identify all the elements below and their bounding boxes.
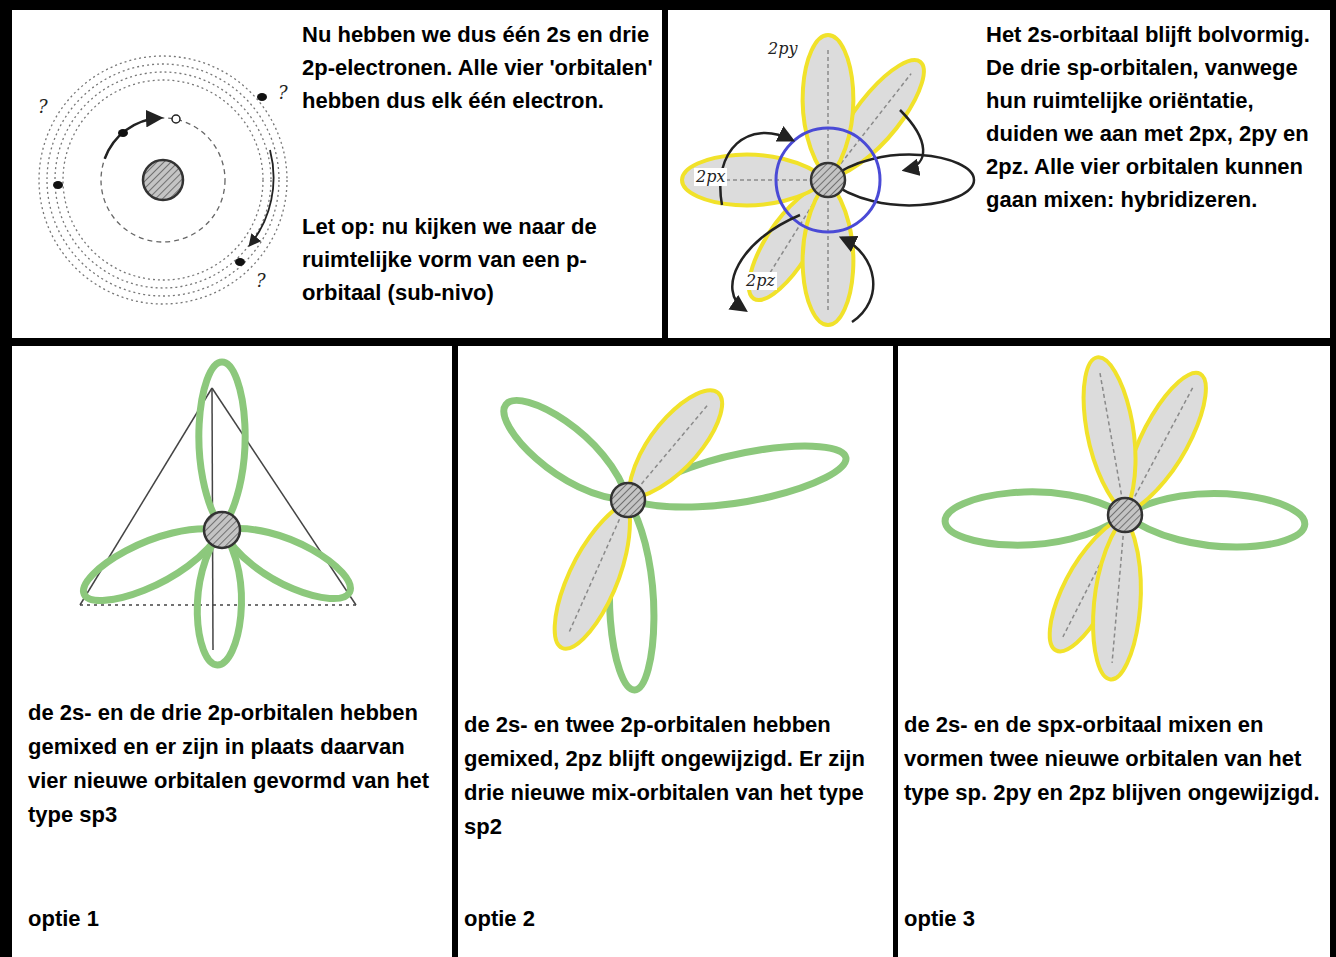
orbital-label: 2py	[766, 40, 799, 58]
p-lobe	[1084, 357, 1136, 515]
electron	[53, 181, 63, 189]
panel-note: Let op: nu kijken we naar de ruimtelijke…	[302, 210, 654, 309]
option-label: optie 2	[464, 902, 684, 936]
shell-ring	[39, 56, 287, 304]
nucleus	[204, 512, 240, 548]
p-lobe	[628, 390, 722, 500]
lobe-axis	[1100, 373, 1125, 515]
lobe-axis	[569, 500, 628, 633]
panel-text: de 2s- en de drie 2p-orbitalen hebben ge…	[28, 696, 444, 832]
panel: de 2s- en twee 2p-orbitalen hebben gemix…	[458, 346, 893, 957]
shell-ring	[47, 64, 279, 296]
p-lobe	[803, 180, 854, 325]
orbit-arrow	[105, 118, 160, 159]
panel-text: Het 2s-orbitaal blijft bolvormig. De dri…	[986, 18, 1324, 216]
panel-text: de 2s- en twee 2p-orbitalen hebben gemix…	[464, 708, 888, 844]
lobe-axis	[1112, 515, 1125, 663]
orbit-arrow	[900, 110, 923, 170]
orbit-arrow	[720, 133, 792, 205]
electron	[235, 258, 245, 266]
panel-text: Nu hebben we dus één 2s en drie 2p-elect…	[302, 18, 654, 117]
electron	[118, 129, 128, 137]
nucleus	[143, 160, 183, 200]
lobe-axis	[827, 50, 829, 181]
p-lobe	[555, 500, 630, 649]
sp3-orbitals	[80, 362, 356, 665]
option-label: optie 3	[904, 902, 1124, 936]
panel-ground	[668, 10, 1330, 338]
panel: Nu hebben we dus één 2s en drie 2p-elect…	[12, 10, 662, 338]
atom-model	[39, 56, 287, 304]
orbit-arrow	[842, 238, 873, 322]
electron	[172, 115, 180, 123]
lobe-axis	[827, 180, 829, 311]
panel-ground	[12, 346, 452, 957]
p-orbitals	[682, 35, 974, 325]
panel-ground	[458, 346, 893, 957]
question-mark: ?	[254, 272, 268, 290]
s-orbital	[776, 128, 880, 232]
shell-ring	[55, 72, 271, 288]
option-label: optie 1	[28, 902, 248, 936]
orbital-label: 2pz	[744, 272, 777, 290]
inner-shell	[101, 118, 225, 242]
panel-ground	[12, 10, 662, 338]
orbit-arrow	[732, 215, 800, 310]
nucleus	[611, 483, 645, 517]
orbital-label: 2px	[694, 168, 727, 186]
panel-text: de 2s- en de spx-orbitaal mixen en vorme…	[904, 708, 1324, 810]
tetrahedron-edge	[80, 604, 356, 606]
panel: de 2s- en de spx-orbitaal mixen en vorme…	[898, 346, 1330, 957]
nucleus	[811, 163, 845, 197]
panel-ground	[898, 346, 1330, 957]
sp-orbitals	[945, 357, 1305, 679]
nucleus	[1108, 498, 1142, 532]
hybrid-lobe	[504, 400, 628, 500]
lobe-axis	[628, 403, 709, 500]
shell-ring	[63, 80, 263, 280]
question-mark: ?	[36, 98, 50, 116]
p-lobe	[682, 155, 828, 206]
hybrid-lobe	[199, 362, 245, 530]
panel: de 2s- en de drie 2p-orbitalen hebben ge…	[12, 346, 452, 957]
hybrid-lobe	[197, 530, 241, 665]
sp2-orbitals	[504, 390, 846, 690]
panel-grounds	[12, 10, 1330, 957]
p-lobe	[828, 155, 974, 206]
hybrid-lobe	[1125, 494, 1305, 547]
electron	[257, 93, 267, 101]
question-mark: ?	[276, 84, 290, 102]
orbit-arrow	[250, 150, 274, 245]
p-lobe	[803, 35, 854, 180]
p-lobe	[1093, 515, 1141, 679]
